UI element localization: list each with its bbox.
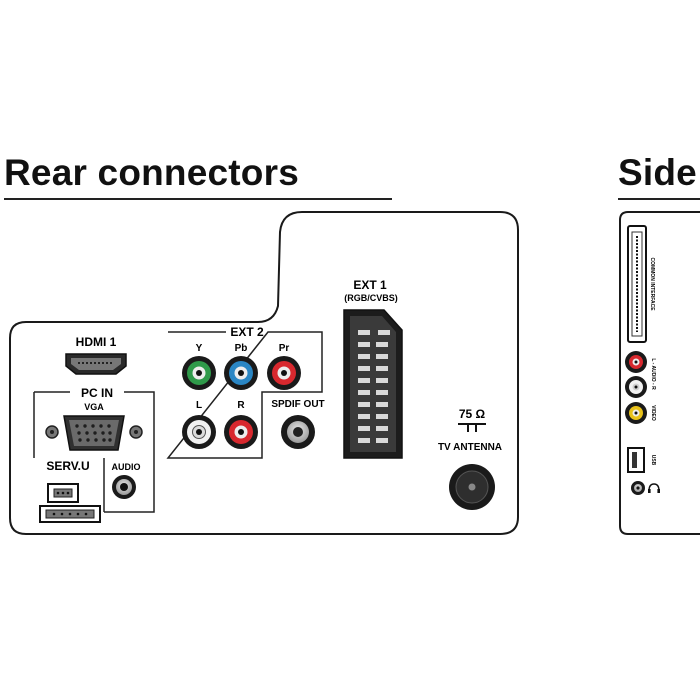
scart-pin [376,354,388,359]
scart-pin [358,438,370,443]
scart-connector [343,309,403,459]
antenna-input-jack [449,464,495,510]
headphone-icon [648,483,660,493]
side-video-jack [625,402,647,424]
pb-label: Pb [235,343,248,354]
ext1-sub-label: (RGB/CVBS) [344,293,398,303]
pb-jack [224,356,258,390]
scart-pin [376,378,388,383]
audio-l-jack [182,415,216,449]
ext1-label: EXT 1 [353,278,387,292]
scart-pin [358,378,370,383]
ext2-label: EXT 2 [230,325,264,339]
tv-antenna-label: TV ANTENNA [438,442,502,453]
side-connectors-title: Side [618,152,697,193]
ohm-label: 75 Ω [459,407,486,421]
hdmi-port [65,353,127,375]
service-port-large [39,505,101,523]
pc-in-box [33,391,155,458]
vga-port [45,415,143,451]
side-audio-r-jack [625,351,647,373]
scart-pin [376,342,388,347]
service-port-small [47,483,79,503]
pc-in-label: PC IN [81,386,113,400]
scart-pin [358,426,370,431]
spdif-out-jack [281,415,315,449]
y-jack [182,356,216,390]
serv-u-label: SERV.U [46,459,89,473]
scart-pin [358,366,370,371]
side-usb-port [627,447,645,473]
scart-pin [376,438,388,443]
vga-label: VGA [84,402,104,412]
scart-pin [376,414,388,419]
side-video-label: VIDEO [650,405,656,421]
ext2-box [166,331,323,459]
pr-label: Pr [279,343,290,354]
scart-pin [376,366,388,371]
scart-pin [358,414,370,419]
audio-r-jack [224,415,258,449]
scart-pin [358,354,370,359]
scart-pin [378,330,390,335]
r-label: R [237,400,245,411]
coax-symbol-icon [458,423,486,432]
side-audio-label: L - AUDIO - R [650,358,656,390]
scart-pin [358,342,370,347]
audio-label: AUDIO [112,462,141,472]
l-label: L [196,400,202,411]
common-interface-slot [627,225,647,343]
rear-connectors-title: Rear connectors [4,152,299,193]
spdif-out-label: SPDIF OUT [271,399,324,410]
audio-box [104,458,155,513]
side-audio-l-jack [625,376,647,398]
scart-pin [376,426,388,431]
common-interface-label: COMMON INTERFACE [649,257,655,311]
audio-jack-pc [112,475,136,499]
side-headphone-jack [631,481,645,495]
hdmi-label: HDMI 1 [76,335,117,349]
scart-pin [358,390,370,395]
scart-pin [376,390,388,395]
scart-pin [358,402,370,407]
scart-pin [358,330,370,335]
pr-jack [267,356,301,390]
side-usb-label: USB [650,455,656,466]
y-label: Y [196,343,203,354]
scart-pin [376,402,388,407]
